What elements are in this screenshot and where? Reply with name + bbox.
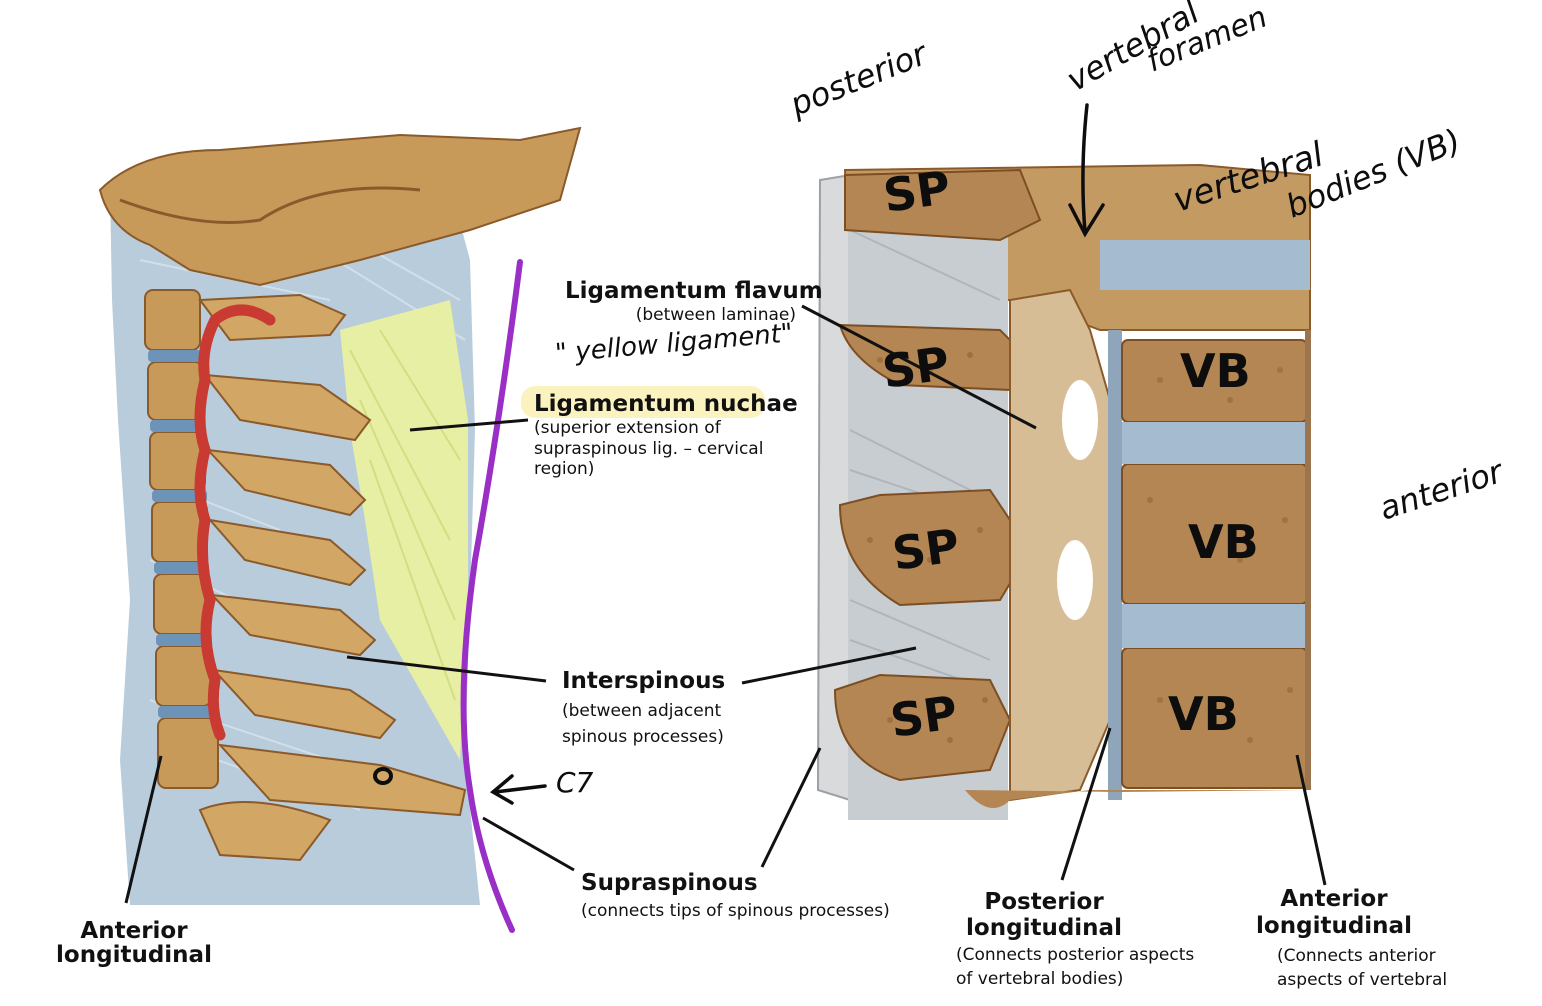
hand-vb-2: VB bbox=[1188, 515, 1259, 569]
label-ligamentum-nuchae-sub1: (superior extension of bbox=[534, 418, 722, 438]
label-ligamentum-flavum: Ligamentum flavum bbox=[565, 278, 823, 304]
c7-arrow bbox=[489, 774, 547, 805]
lumbar-discs bbox=[1122, 422, 1307, 648]
leader-lines bbox=[124, 304, 1327, 904]
label-ligamentum-nuchae-sub2: supraspinous lig. – cervical bbox=[534, 439, 763, 459]
supraspinous-annotation-line bbox=[460, 259, 523, 933]
lumbar-section-illustration bbox=[816, 103, 1311, 820]
hand-anterior: anterior bbox=[1375, 452, 1509, 528]
hand-vb-1: VB bbox=[1180, 344, 1251, 398]
label-anterior-longitudinal-left-1: Anterior bbox=[80, 918, 188, 944]
label-interspinous-sub1: (between adjacent bbox=[562, 701, 721, 721]
anterior-longitudinal-edge bbox=[1305, 330, 1311, 790]
hand-sp-2: SP bbox=[879, 336, 953, 399]
vertebral-foramen-arrow bbox=[1068, 103, 1105, 238]
hand-posterior: posterior bbox=[784, 34, 934, 124]
skull-base bbox=[98, 126, 582, 287]
printed-labels: Ligamentum flavum (between laminae) Liga… bbox=[56, 278, 1447, 990]
label-posterior-longitudinal-sub2: of vertebral bodies) bbox=[956, 969, 1123, 989]
nuchae-fibers bbox=[349, 329, 461, 701]
cervical-discs bbox=[148, 350, 213, 718]
label-anterior-longitudinal-left-2: longitudinal bbox=[56, 942, 212, 968]
intervertebral-foramen-1 bbox=[1062, 380, 1098, 460]
intervertebral-foramen-2 bbox=[1057, 540, 1093, 620]
lumbar-spinous-processes bbox=[833, 168, 1042, 782]
label-ligamentum-nuchae-sub3: region) bbox=[534, 459, 594, 479]
label-anterior-longitudinal-right-1: Anterior bbox=[1280, 886, 1388, 912]
label-anterior-longitudinal-right-2: longitudinal bbox=[1256, 913, 1412, 939]
hand-vb-3: VB bbox=[1168, 687, 1239, 741]
lumbar-vertebral-bodies bbox=[1121, 339, 1308, 789]
label-supraspinous-sub: (connects tips of spinous processes) bbox=[581, 901, 890, 921]
label-posterior-longitudinal-1: Posterior bbox=[984, 889, 1104, 915]
hand-sp-4: SP bbox=[887, 685, 961, 748]
hand-c7: C7 bbox=[556, 766, 594, 799]
hand-sp-3: SP bbox=[889, 518, 963, 581]
label-posterior-longitudinal-2: longitudinal bbox=[966, 915, 1122, 941]
vertebral-artery bbox=[194, 304, 276, 741]
label-anterior-longitudinal-right-sub1: (Connects anterior bbox=[1277, 946, 1436, 966]
hand-yellow-ligament: " yellow ligament" bbox=[554, 318, 794, 369]
label-interspinous-sub2: spinous processes) bbox=[562, 727, 724, 747]
label-interspinous: Interspinous bbox=[562, 668, 725, 694]
c7-dot-annotation bbox=[373, 767, 393, 785]
posterior-arch bbox=[1009, 288, 1111, 802]
label-anterior-longitudinal-right-sub2: aspects of vertebral bbox=[1277, 970, 1447, 990]
cervical-spinous-processes bbox=[198, 293, 467, 862]
cervical-spine-illustration bbox=[98, 126, 582, 933]
posterior-longitudinal-strip bbox=[1108, 330, 1122, 800]
label-supraspinous: Supraspinous bbox=[581, 870, 758, 896]
label-posterior-longitudinal-sub1: (Connects posterior aspects bbox=[956, 945, 1194, 965]
hand-sp-1: SP bbox=[880, 160, 954, 223]
label-ligamentum-flavum-sub: (between laminae) bbox=[636, 305, 796, 325]
nuchae-highlight bbox=[521, 386, 765, 418]
label-ligamentum-nuchae: Ligamentum nuchae bbox=[534, 391, 798, 417]
